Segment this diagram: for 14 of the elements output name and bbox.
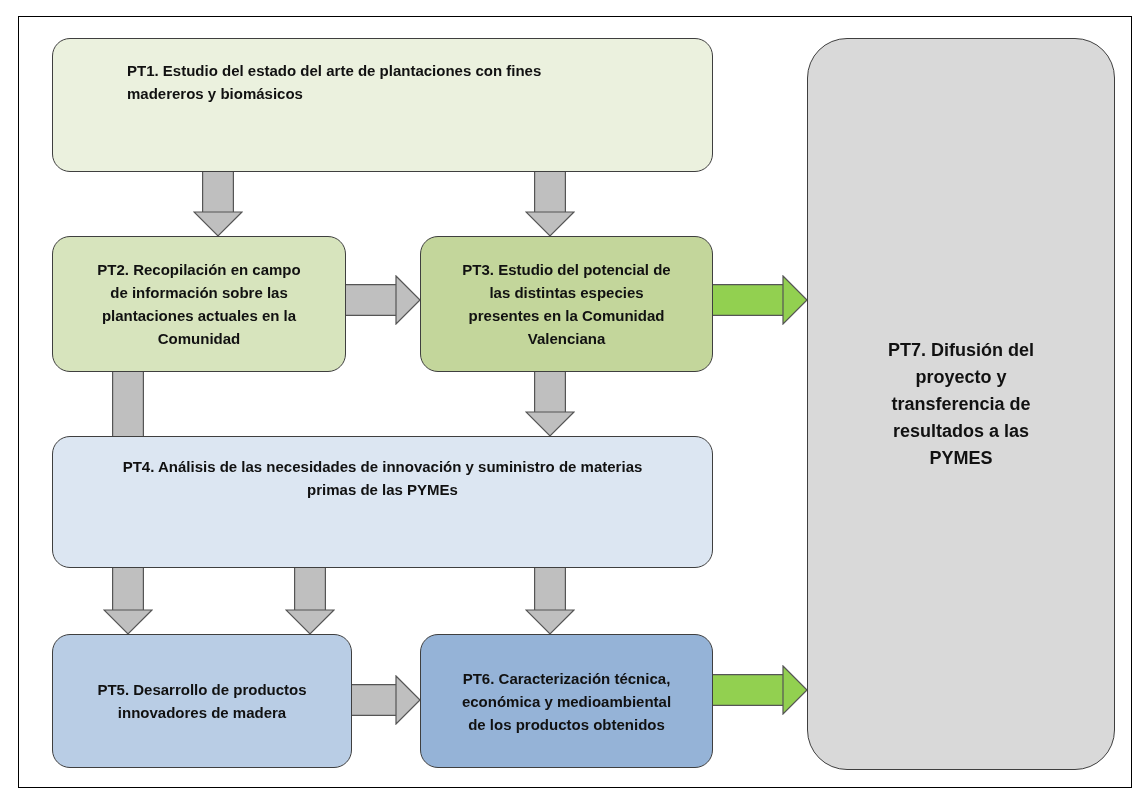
process-box (52, 236, 346, 372)
box-text: PT1. Estudio del estado del arte de plantaciones con fines madereros y biomásicos (127, 61, 543, 104)
process-box (52, 436, 713, 568)
process-box (420, 634, 713, 768)
box-text: PT3. Estudio del potencial de las distintas especies presentes en la Comunidad Valenciana (461, 260, 672, 349)
box-text: PT7. Difusión del proyecto y transferencia de resultados a las PYMES (887, 338, 1035, 470)
box-text: PT2. Recopilación en campo de información sobre las plantaciones actuales en la Comunidad (96, 260, 302, 349)
box-text: PT5. Desarrollo de productos innovadores de madera (96, 680, 308, 723)
process-box (52, 38, 713, 172)
process-box (420, 236, 713, 372)
box-text: PT6. Caracterización técnica, económica y medioambiental de los productos obtenidos (460, 668, 673, 735)
box-text: PT4. Análisis de las necesidades de innovación y suministro de materias primas de las PYMEs (121, 457, 644, 500)
process-box (52, 634, 352, 768)
process-box (807, 38, 1115, 770)
